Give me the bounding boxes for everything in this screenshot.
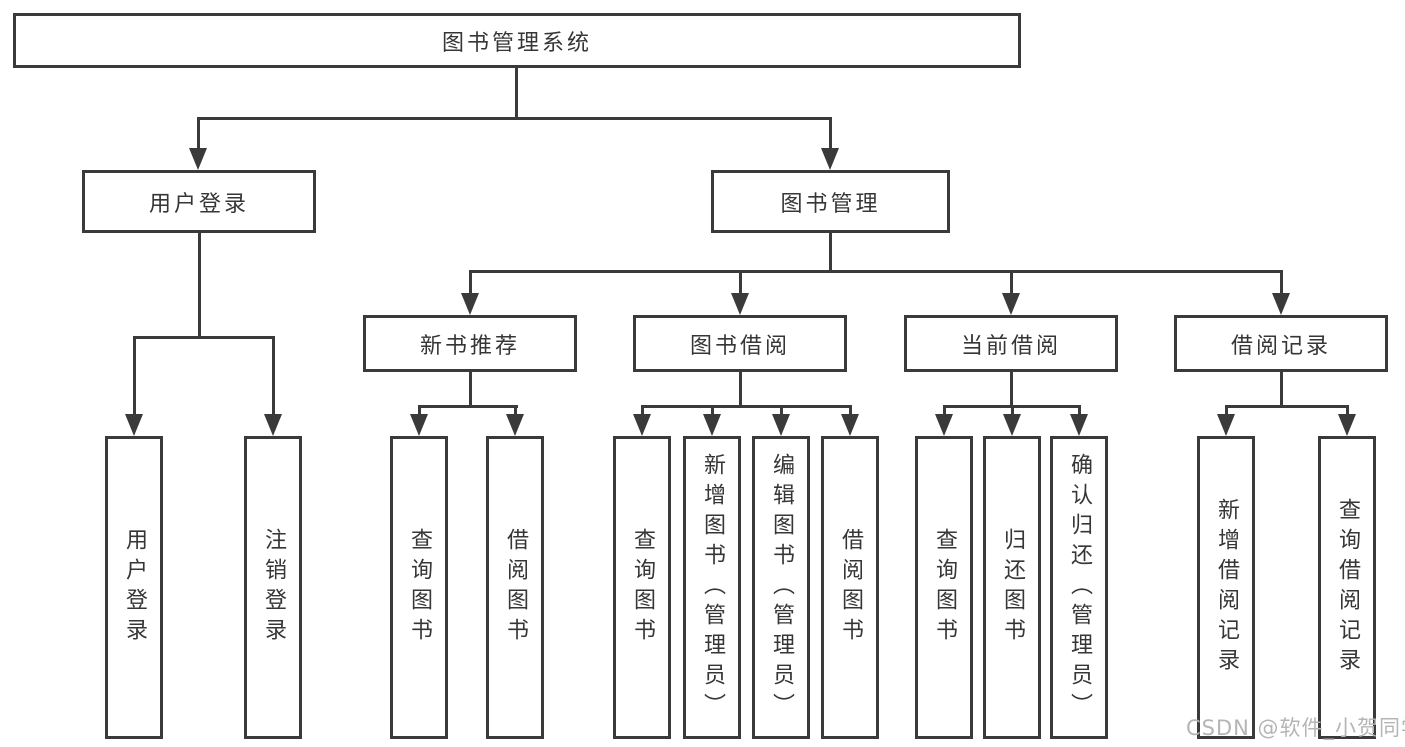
node-borrow-records: 借阅记录 bbox=[1174, 315, 1388, 372]
arrowhead-recommend-query bbox=[410, 414, 428, 436]
leaf-add-book-admin: 新增图书（管理员） bbox=[683, 436, 741, 739]
leaf-borrow-query-book: 查询图书 bbox=[613, 436, 671, 739]
leaf-add-borrow-record: 新增借阅记录 bbox=[1197, 436, 1255, 739]
arrowhead-return-book bbox=[1003, 414, 1021, 436]
arrowhead-new-book-recommend bbox=[461, 293, 479, 315]
node-new-book-recommend: 新书推荐 bbox=[363, 315, 577, 372]
connector-records-rail bbox=[1225, 405, 1349, 408]
arrowhead-query-record bbox=[1338, 414, 1356, 436]
leaf-borrow-query-book-label: 查询图书 bbox=[630, 527, 655, 648]
leaf-recommend-borrow-book: 借阅图书 bbox=[486, 436, 544, 739]
connector-borrow-drop-2 bbox=[711, 405, 714, 416]
connector-root-stem bbox=[515, 68, 518, 120]
leaf-add-borrow-record-label: 新增借阅记录 bbox=[1214, 497, 1239, 678]
leaf-current-query-book: 查询图书 bbox=[915, 436, 973, 739]
arrowhead-recommend-borrow bbox=[506, 414, 524, 436]
node-book-management-label: 图书管理 bbox=[780, 191, 881, 217]
leaf-logout: 注销登录 bbox=[244, 436, 302, 739]
connector-mgmt-drop-1 bbox=[469, 270, 472, 295]
leaf-recommend-borrow-book-label: 借阅图书 bbox=[503, 527, 528, 648]
connector-current-drop-1 bbox=[943, 405, 946, 416]
leaf-query-borrow-record: 查询借阅记录 bbox=[1318, 436, 1376, 739]
node-root-label: 图书管理系统 bbox=[441, 30, 592, 56]
connector-mgmt-drop-2 bbox=[739, 270, 742, 295]
leaf-query-borrow-record-label: 查询借阅记录 bbox=[1335, 497, 1360, 678]
arrowhead-leaf-user-login bbox=[125, 414, 143, 436]
connector-records-drop-2 bbox=[1346, 405, 1349, 416]
watermark: CSDN @软件_小贺同学 bbox=[1186, 716, 1405, 740]
node-new-book-recommend-label: 新书推荐 bbox=[419, 333, 520, 359]
arrowhead-leaf-logout bbox=[264, 414, 282, 436]
connector-current-stem bbox=[1010, 372, 1013, 408]
leaf-current-query-book-label: 查询图书 bbox=[932, 527, 957, 648]
connector-user-stem bbox=[198, 233, 201, 339]
connector-current-drop-2 bbox=[1011, 405, 1014, 416]
arrowhead-book-borrow bbox=[731, 293, 749, 315]
node-root: 图书管理系统 bbox=[13, 13, 1021, 68]
leaf-recommend-query-book: 查询图书 bbox=[390, 436, 448, 739]
node-current-borrow: 当前借阅 bbox=[904, 315, 1118, 372]
connector-mgmt-rail bbox=[469, 270, 1283, 273]
node-user-login-label: 用户登录 bbox=[148, 191, 249, 217]
connector-root-drop-left bbox=[197, 117, 200, 151]
arrowhead-borrow-records bbox=[1272, 293, 1290, 315]
connector-borrow-stem bbox=[739, 372, 742, 408]
arrowhead-user-login bbox=[189, 148, 207, 170]
arrowhead-current-query bbox=[935, 414, 953, 436]
connector-borrow-drop-1 bbox=[641, 405, 644, 416]
connector-records-stem bbox=[1280, 372, 1283, 408]
arrowhead-borrow-query bbox=[633, 414, 651, 436]
leaf-return-book: 归还图书 bbox=[983, 436, 1041, 739]
leaf-recommend-query-book-label: 查询图书 bbox=[407, 527, 432, 648]
connector-recommend-drop-2 bbox=[514, 405, 517, 416]
arrowhead-edit-book bbox=[772, 414, 790, 436]
leaf-edit-book-admin-label: 编辑图书（管理员） bbox=[769, 452, 794, 723]
leaf-add-book-admin-label: 新增图书（管理员） bbox=[700, 452, 725, 723]
arrowhead-add-record bbox=[1217, 414, 1235, 436]
connector-root-rail bbox=[197, 117, 832, 120]
leaf-borrow-book-label: 借阅图书 bbox=[838, 527, 863, 648]
leaf-return-book-label: 归还图书 bbox=[1000, 527, 1025, 648]
arrowhead-book-management bbox=[821, 148, 839, 170]
leaf-confirm-return-admin: 确认归还（管理员） bbox=[1050, 436, 1108, 739]
leaf-logout-label: 注销登录 bbox=[261, 527, 286, 648]
leaf-borrow-book: 借阅图书 bbox=[821, 436, 879, 739]
connector-mgmt-drop-3 bbox=[1010, 270, 1013, 295]
connector-user-drop-1 bbox=[133, 336, 136, 416]
connector-recommend-drop-1 bbox=[418, 405, 421, 416]
connector-mgmt-stem bbox=[829, 233, 832, 273]
connector-borrow-drop-4 bbox=[849, 405, 852, 416]
connector-current-drop-3 bbox=[1078, 405, 1081, 416]
leaf-edit-book-admin: 编辑图书（管理员） bbox=[752, 436, 810, 739]
node-user-login: 用户登录 bbox=[82, 170, 316, 233]
node-book-borrow-label: 图书借阅 bbox=[689, 333, 790, 359]
connector-borrow-rail bbox=[641, 405, 852, 408]
node-book-management: 图书管理 bbox=[711, 170, 950, 233]
connector-records-drop-1 bbox=[1225, 405, 1228, 416]
arrowhead-add-book bbox=[703, 414, 721, 436]
node-current-borrow-label: 当前借阅 bbox=[960, 333, 1061, 359]
connector-mgmt-drop-4 bbox=[1280, 270, 1283, 295]
arrowhead-confirm-return bbox=[1070, 414, 1088, 436]
node-book-borrow: 图书借阅 bbox=[633, 315, 847, 372]
leaf-confirm-return-admin-label: 确认归还（管理员） bbox=[1067, 452, 1092, 723]
connector-recommend-rail bbox=[418, 405, 518, 408]
connector-user-rail bbox=[133, 336, 275, 339]
connector-recommend-stem bbox=[469, 372, 472, 408]
leaf-user-login: 用户登录 bbox=[105, 436, 163, 739]
arrowhead-current-borrow bbox=[1002, 293, 1020, 315]
connector-user-drop-2 bbox=[272, 336, 275, 416]
connector-borrow-drop-3 bbox=[780, 405, 783, 416]
node-borrow-records-label: 借阅记录 bbox=[1230, 333, 1331, 359]
leaf-user-login-label: 用户登录 bbox=[122, 527, 147, 648]
connector-root-drop-right bbox=[829, 117, 832, 151]
arrowhead-borrow-book bbox=[841, 414, 859, 436]
